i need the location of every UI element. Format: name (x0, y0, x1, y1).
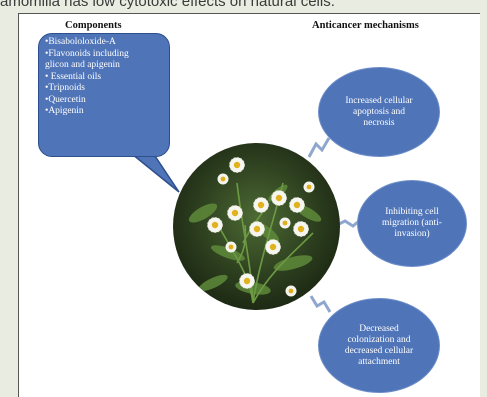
component-item: •Flavonoids including (45, 48, 129, 59)
mechanism-label: Increased cellular apoptosis and necrosi… (345, 95, 413, 128)
components-callout: •Bisabololoxide-A •Flavonoids including … (38, 33, 170, 157)
components-list: •Bisabololoxide-A •Flavonoids including … (45, 37, 163, 118)
component-item: •Tripnoids (45, 83, 85, 93)
chamomile-plant-photo (173, 143, 340, 310)
component-item: •Bisabololoxide-A (45, 37, 116, 47)
component-item: • Essential oils (45, 71, 102, 82)
component-item: •Quercetin (45, 94, 86, 105)
mechanism-apoptosis: Increased cellular apoptosis and necrosi… (318, 67, 440, 157)
connector-1 (307, 137, 331, 158)
mechanism-label: Inhibiting cell migration (anti- invasio… (382, 207, 442, 239)
components-heading: Components (65, 20, 122, 31)
component-item: •Apigenin (45, 106, 84, 116)
component-item: glicon and apigenin (45, 60, 120, 70)
mechanism-label: Decreased colonization and decreased cel… (344, 323, 414, 367)
figure: Components Anticancer mechanisms •Bisabo… (18, 13, 480, 397)
connector-3 (309, 295, 332, 313)
connector-2 (336, 219, 360, 228)
chamomile-plant-image (173, 143, 340, 310)
caption-text: amomilla has low cytotoxic effects on na… (0, 0, 335, 10)
mechanisms-heading: Anticancer mechanisms (312, 20, 419, 31)
mechanism-anti-invasion: Inhibiting cell migration (anti- invasio… (357, 180, 467, 267)
connector-lines (124, 137, 360, 313)
mechanism-colonization: Decreased colonization and decreased cel… (318, 298, 440, 393)
